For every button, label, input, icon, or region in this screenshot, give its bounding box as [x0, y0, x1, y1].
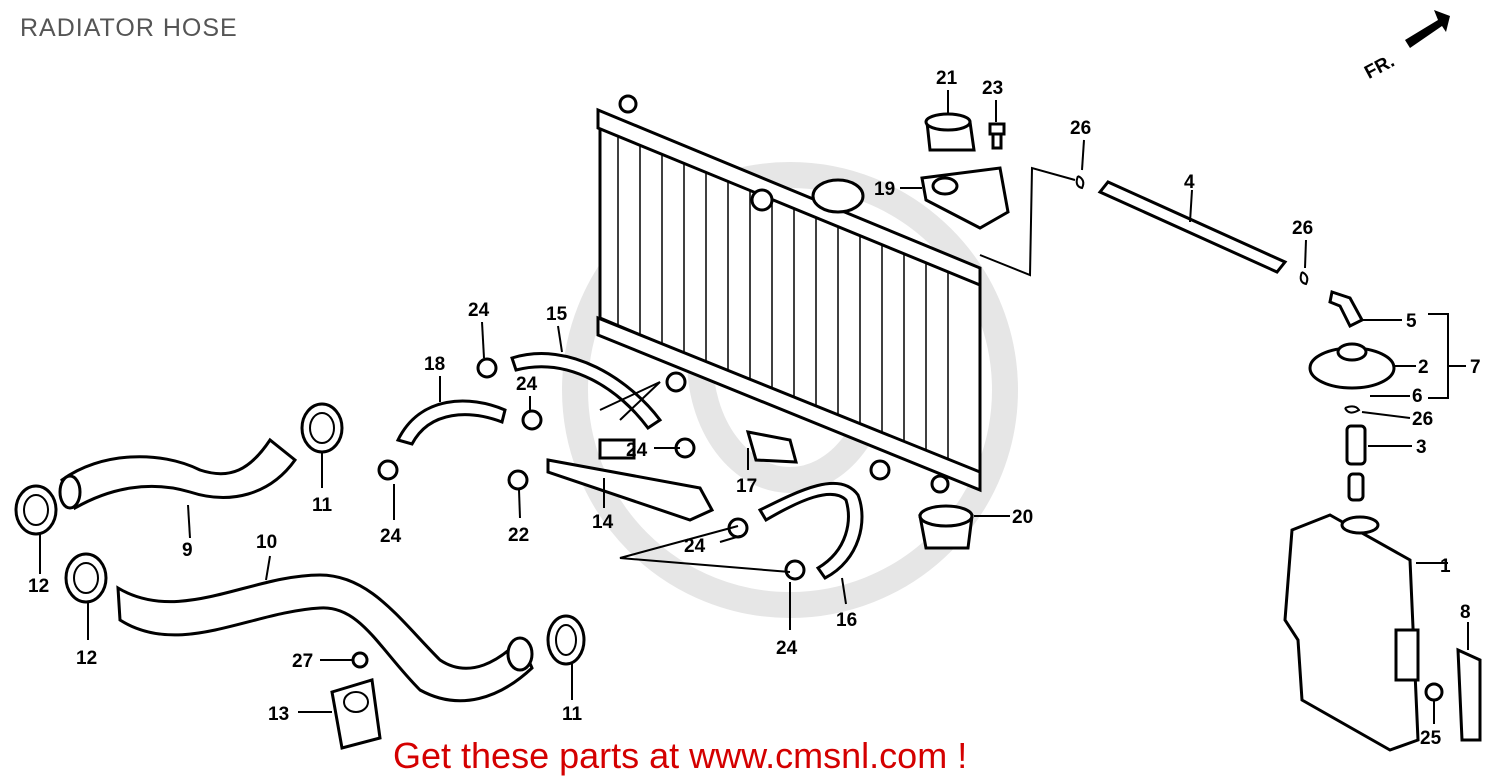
part-24-clamp-b [521, 409, 543, 431]
part-14-water-pipe [546, 438, 715, 522]
part-24-clamp-d [377, 459, 399, 481]
part-16-bypass-hose [757, 481, 864, 580]
part-12-hose-clamp-lower [64, 552, 108, 604]
part-17-fitting [745, 430, 798, 464]
part-5-cap-elbow [1328, 290, 1365, 329]
label-part-8: 8 [1460, 602, 1471, 623]
part-11-hose-clamp-lower [546, 614, 586, 666]
label-part-9: 9 [182, 540, 193, 561]
label-part-24-d: 24 [380, 526, 402, 547]
label-part-12-upper: 12 [28, 576, 49, 597]
radiator [596, 94, 982, 494]
part-26-clip-middle [1299, 271, 1309, 286]
label-part-21: 21 [936, 68, 958, 89]
part-18-bypass-hose [395, 399, 507, 446]
label-part-20: 20 [1012, 507, 1033, 528]
label-part-1: 1 [1440, 556, 1451, 577]
part-20-lower-cushion [918, 504, 974, 550]
label-part-24-c: 24 [626, 440, 648, 461]
label-part-5: 5 [1406, 311, 1417, 332]
part-number-labels: 1 2 3 4 5 6 7 8 9 10 11 11 12 12 13 14 1… [28, 68, 1481, 749]
part-24-clamp-f [784, 559, 806, 581]
promo-link-text[interactable]: Get these parts at www.cmsnl.com ! [393, 735, 968, 776]
label-part-22: 22 [508, 525, 529, 546]
label-part-15: 15 [546, 304, 568, 325]
label-part-19: 19 [874, 179, 895, 200]
label-part-24-b: 24 [516, 374, 538, 395]
part-11-hose-clamp-upper [300, 402, 344, 454]
label-part-24-e: 24 [684, 536, 706, 557]
label-part-11-upper: 11 [312, 495, 333, 516]
part-9-upper-radiator-hose [58, 437, 298, 511]
part-13-hose-clip [330, 678, 382, 750]
label-part-26-lower: 26 [1412, 409, 1433, 430]
label-part-18: 18 [424, 354, 445, 375]
label-part-25: 25 [1420, 728, 1442, 749]
label-part-24-f: 24 [776, 638, 798, 659]
front-direction-arrow: FR. [1361, 10, 1450, 84]
part-8-tank-bracket [1456, 647, 1482, 742]
part-21-upper-cushion [924, 112, 976, 152]
leader-lines [39, 90, 1469, 724]
part-23-bolt [988, 122, 1006, 150]
label-part-4: 4 [1184, 172, 1195, 193]
part-25-bolt [1424, 682, 1444, 702]
label-part-6: 6 [1412, 386, 1423, 407]
label-part-26-upper: 26 [1070, 118, 1091, 139]
part-2-reservoir-cap [1308, 342, 1396, 390]
page-title: RADIATOR HOSE [20, 14, 238, 42]
label-part-12-lower: 12 [76, 648, 97, 669]
label-part-2: 2 [1418, 357, 1429, 378]
part-15-bypass-hose [510, 352, 663, 431]
part-26-clip-upper [1075, 175, 1085, 190]
part-27-bolt [351, 651, 369, 669]
label-part-3: 3 [1416, 437, 1427, 458]
label-part-11-lower: 11 [562, 704, 583, 725]
part-3-tube [1345, 424, 1367, 502]
label-part-24-a: 24 [468, 300, 490, 321]
part-10-lower-radiator-hose [116, 573, 534, 703]
part-4-overflow-tube [1097, 180, 1288, 274]
part-12-hose-clamp-upper [14, 484, 58, 536]
label-part-14: 14 [592, 512, 614, 533]
label-part-10: 10 [256, 532, 277, 553]
label-part-16: 16 [836, 610, 857, 631]
label-part-27: 27 [292, 651, 313, 672]
part-24-clamp-a [476, 357, 498, 379]
label-part-17: 17 [736, 476, 757, 497]
label-part-26-middle: 26 [1292, 218, 1313, 239]
part-19-upper-bracket [920, 166, 1010, 230]
part-26-clip-lower [1344, 405, 1361, 414]
part-1-reservoir-tank [1283, 513, 1420, 752]
label-part-23: 23 [982, 78, 1003, 99]
label-part-13: 13 [268, 704, 289, 725]
label-part-7: 7 [1470, 357, 1481, 378]
front-direction-label: FR. [1361, 51, 1398, 84]
part-22-bolt [507, 469, 529, 491]
